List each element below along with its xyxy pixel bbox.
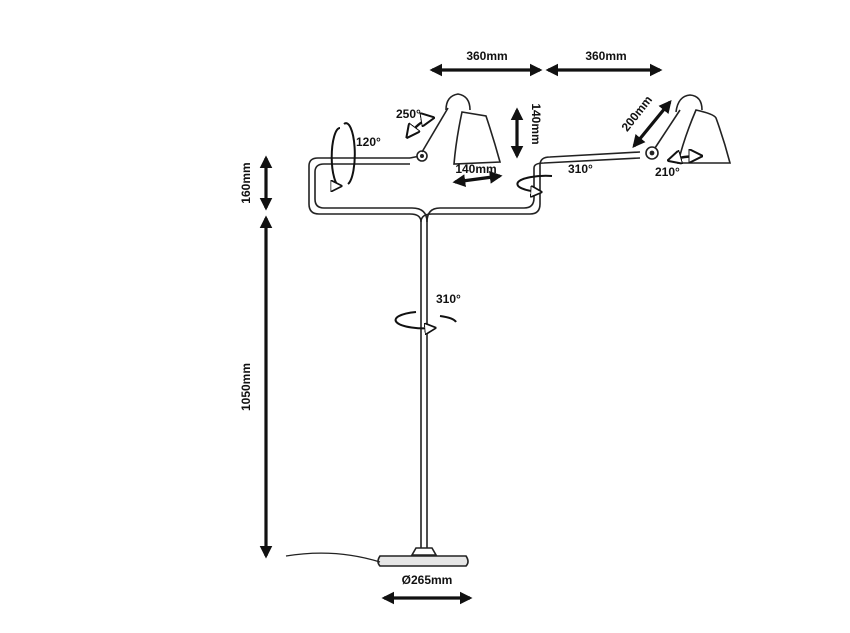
label-short-arm-vertical: 140mm	[529, 103, 543, 144]
label-arm-left-width: 360mm	[466, 49, 507, 63]
label-column-height: 1050mm	[239, 363, 253, 411]
rotation-labels: 120° 250° 310° 210° 310°	[356, 107, 680, 306]
dimension-arrows	[259, 63, 672, 605]
label-left-head: 250°	[396, 107, 421, 121]
label-left-joint: 120°	[356, 135, 381, 149]
label-short-arm-left: 140mm	[455, 162, 496, 176]
label-upper-height: 160mm	[239, 162, 253, 203]
rotation-left-head	[408, 118, 432, 136]
left-lamp-head	[409, 93, 502, 165]
label-arm-right-width: 360mm	[585, 49, 626, 63]
lamp-column	[420, 222, 428, 548]
arrow-upper-arm-right	[632, 100, 672, 148]
left-frame-arm	[308, 157, 428, 223]
rotation-right-head	[670, 156, 700, 160]
label-right-head: 210°	[655, 165, 680, 179]
power-cable	[285, 552, 381, 563]
rotation-left-joint	[332, 122, 356, 186]
rotation-indicators	[332, 118, 700, 328]
arrow-short-arm-left	[452, 171, 503, 187]
right-lamp-head	[645, 94, 732, 164]
label-right-arm: 310°	[568, 162, 593, 176]
right-frame-arm	[420, 151, 641, 223]
label-column: 310°	[436, 292, 461, 306]
label-base-diameter: Ø265mm	[402, 573, 453, 587]
rotation-column	[394, 311, 457, 328]
lamp-base	[377, 547, 469, 567]
rotation-right-arm	[516, 174, 553, 192]
